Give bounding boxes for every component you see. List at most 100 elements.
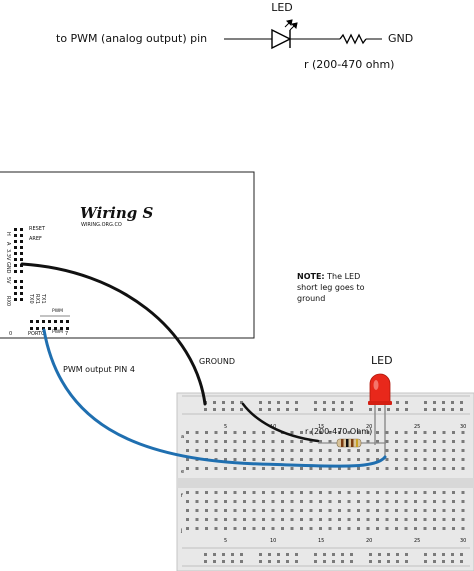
breadboard-hole (309, 449, 313, 452)
breadboard-hole (214, 527, 218, 530)
breadboard-hole (414, 527, 417, 530)
breadboard-hole (252, 491, 256, 494)
breadboard-hole (309, 527, 313, 530)
note-line-1-text: The LED (325, 272, 361, 281)
breadboard-hole (357, 467, 360, 470)
breadboard-hole (461, 440, 465, 443)
breadboard-hole (387, 560, 390, 563)
breadboard-hole (186, 509, 189, 512)
breadboard-hole (295, 408, 298, 411)
schematic-resistor-zigzag (339, 33, 367, 45)
breadboard-hole (357, 518, 360, 521)
breadboard-hole (300, 500, 303, 503)
breadboard-hole (281, 467, 284, 470)
breadboard-hole (405, 408, 408, 411)
led-body (369, 373, 391, 405)
breadboard-hole (366, 500, 370, 503)
breadboard-hole (205, 449, 208, 452)
breadboard-hole (281, 491, 284, 494)
breadboard-hole (214, 491, 218, 494)
breadboard-hole (243, 500, 246, 503)
schematic-led-triangle (271, 28, 292, 50)
breadboard-hole (243, 467, 246, 470)
breadboard-hole (338, 518, 341, 521)
breadboard-hole (433, 458, 436, 461)
breadboard-hole (240, 560, 243, 563)
breadboard-hole (195, 509, 199, 512)
breadboard-hole (224, 527, 227, 530)
breadboard-hole (243, 527, 246, 530)
board-header-upper (14, 228, 23, 301)
breadboard-hole (300, 458, 303, 461)
breadboard-hole (300, 518, 303, 521)
breadboard-hole (350, 408, 353, 411)
breadboard-hole (461, 491, 465, 494)
breadboard-hole (347, 467, 351, 470)
breadboard-hole (442, 401, 445, 404)
breadboard-hole (214, 500, 218, 503)
breadboard-hole (396, 401, 399, 404)
breadboard-hole (323, 401, 326, 404)
breadboard-hole (277, 560, 280, 563)
breadboard-hole (224, 491, 227, 494)
breadboard-hole (385, 527, 389, 530)
breadboard-hole (451, 560, 454, 563)
breadboard-hole (385, 467, 389, 470)
breadboard-hole (396, 408, 399, 411)
breadboard-hole (290, 518, 294, 521)
breadboard-hole (341, 401, 344, 404)
breadboard-hole (309, 518, 313, 521)
breadboard-hole (286, 408, 289, 411)
board-pin-label-a: A (5, 242, 11, 246)
breadboard-hole (290, 440, 294, 443)
breadboard-hole (404, 440, 408, 443)
breadboard-hole (341, 553, 344, 556)
breadboard-hole (338, 491, 341, 494)
breadboard-hole (405, 553, 408, 556)
board-url: WIRING.ORG.CO (81, 222, 122, 228)
column-mark-20-bottom: 20 (366, 538, 372, 544)
breadboard-hole (350, 560, 353, 563)
breadboard-hole (385, 518, 389, 521)
breadboard-hole (309, 440, 313, 443)
breadboard-hole (262, 518, 265, 521)
breadboard-hole (423, 527, 427, 530)
breadboard-hole (224, 431, 227, 434)
breadboard-hole (404, 449, 408, 452)
breadboard-hole (433, 553, 436, 556)
breadboard-hole (243, 509, 246, 512)
breadboard-hole (414, 440, 417, 443)
breadboard-hole (271, 518, 275, 521)
breadboard-hole (404, 509, 408, 512)
breadboard-hole (376, 518, 379, 521)
breadboard-hole (319, 467, 322, 470)
breadboard-hole (205, 440, 208, 443)
breadboard-hole (376, 527, 379, 530)
breadboard-hole (252, 440, 256, 443)
breadboard-hole (222, 408, 225, 411)
row-mark-f: f (181, 493, 183, 499)
board-reset-label: RESET (29, 226, 46, 232)
breadboard-hole (252, 509, 256, 512)
breadboard-hole (433, 518, 436, 521)
breadboard-hole (395, 527, 398, 530)
breadboard-hole (213, 553, 216, 556)
breadboard-hole (252, 458, 256, 461)
breadboard-hole (414, 449, 417, 452)
breadboard-hole (271, 500, 275, 503)
breadboard-hole (433, 440, 436, 443)
breadboard-hole (395, 440, 398, 443)
breadboard-hole (271, 527, 275, 530)
breadboard-hole (376, 458, 379, 461)
breadboard-hole (205, 467, 208, 470)
board-aref-label: AREF (29, 236, 42, 242)
breadboard-hole (378, 560, 381, 563)
breadboard-hole (214, 509, 218, 512)
breadboard-hole (376, 431, 379, 434)
breadboard-hole (385, 440, 389, 443)
breadboard-hole (222, 553, 225, 556)
breadboard-hole (404, 431, 408, 434)
breadboard-hole (366, 458, 370, 461)
breadboard-hole (290, 458, 294, 461)
breadboard-hole (442, 560, 445, 563)
